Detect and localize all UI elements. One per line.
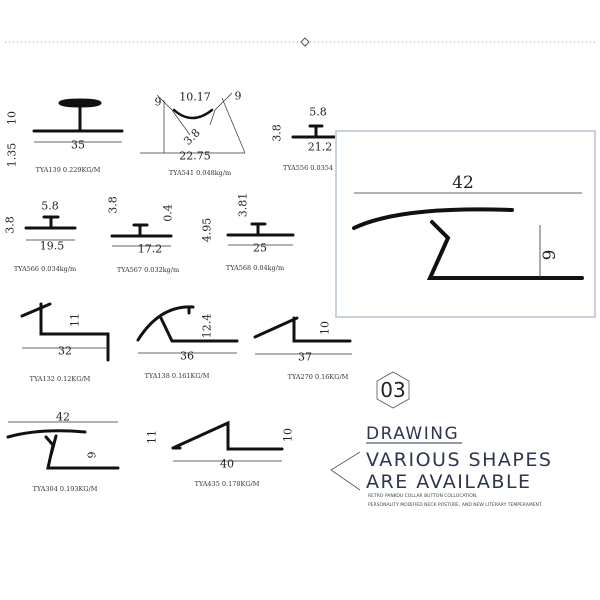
profile-label: TYA304 0.193KG/M [32,485,98,493]
dim-text: 42 [56,410,70,424]
dim-text: 10.17 [179,90,211,104]
profile-label: TYA132 0.12KG/M [29,375,91,383]
zoom-dim-height: 9 [540,249,560,261]
dim-text: 19.5 [39,239,65,253]
profile-label: TYA567 0.032kg/m [116,266,180,274]
dim-text: 36 [180,349,194,363]
profile-label: TYA568 0.04kg/m [225,264,285,272]
dim-text: 11 [68,313,82,327]
dim-text: 1.35 [5,142,19,168]
hexagon-icon [376,371,410,409]
dim-text: 3.8 [270,124,284,142]
dim-text: 3.8 [3,216,17,234]
profile-label: TYA541 0.048kg/m [168,169,232,177]
dim-text: 35 [71,138,85,152]
headline-line-1: VARIOUS SHAPES [366,449,553,471]
profile-label: TYA270 0.16KG/M [287,373,349,381]
zoom-detail-box [335,130,596,318]
dim-text: 9 [154,95,162,109]
zoom-dim-width: 42 [452,173,474,193]
profile-label: TYA435 0.178KG/M [194,480,260,488]
dim-text: 5.8 [41,199,59,213]
profile-label: TYA138 0.161KG/M [144,372,210,380]
diamond-icon [300,37,310,47]
dim-text: 37 [298,350,312,364]
description-line-1: RETRO PANKOU COLLAR BUTTON COLLOCATION, [368,494,478,499]
dim-text: 9 [85,451,99,459]
section-title: DRAWING [366,424,460,444]
dim-text: 17.2 [137,242,163,256]
section-number: 03 [380,378,406,402]
dim-text: 3.8 [106,196,120,214]
dim-text: 21.2 [307,140,333,154]
dim-text: 10 [281,428,295,442]
dim-text: 4.95 [200,217,214,243]
dim-text: 32 [58,344,72,358]
dim-text: 9 [234,89,242,103]
description-line-2: PERSONALITY MODIFIED NECK POSTURE, AND N… [368,503,543,508]
profile-label: TYA566 0.034kg/m [13,265,77,273]
dim-text: 11 [145,430,159,444]
dim-text: 25 [253,241,267,255]
dim-text: 5.8 [309,105,327,119]
dim-text: 12.4 [200,313,214,339]
chevron-left-icon [330,451,361,491]
dim-text: 10 [318,321,332,335]
headline-line-2: ARE AVAILABLE [366,471,532,493]
dim-text: 0.4 [161,204,175,222]
dim-text: 3.81 [236,192,250,218]
dim-text: 40 [220,457,234,471]
profile-label: TYA139 0.229KG/M [35,166,101,174]
dim-text: 22.75 [179,149,211,163]
profile-label: TYA556 0.0354 [282,164,334,172]
dim-text: 10 [5,111,19,125]
